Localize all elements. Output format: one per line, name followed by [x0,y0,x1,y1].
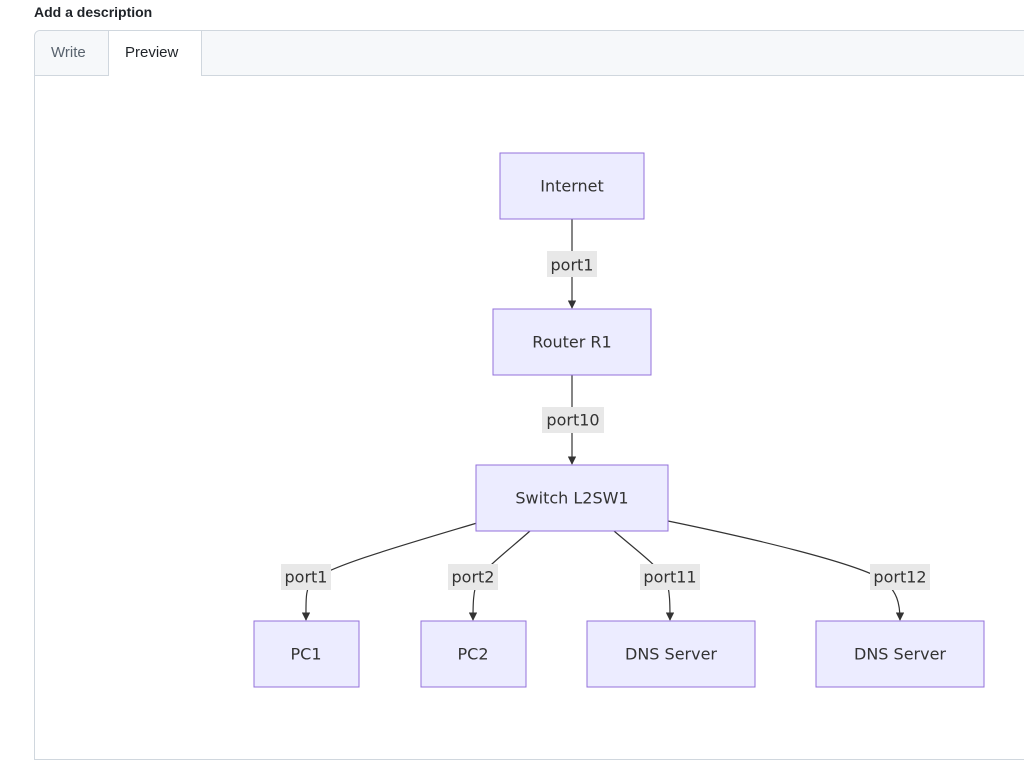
node-label: Internet [540,177,604,196]
editor-tab-bar: Write Preview [35,31,1024,76]
node-label: Switch L2SW1 [515,489,628,508]
node-label: PC1 [291,645,322,664]
node-label: Router R1 [532,333,611,352]
edge-label-text: port1 [551,256,594,275]
node-internet: Internet [499,152,645,220]
edge-label-text: port11 [643,568,696,587]
edge-label-switch-dns2: port12 [870,564,930,590]
page-heading: Add a description [34,4,153,20]
edge-switch-dns2 [667,520,905,621]
node-router-r1: Router R1 [492,308,652,376]
edge-label-text: port2 [452,568,495,587]
edge-label-text: port1 [285,568,328,587]
node-label: DNS Server [625,645,717,664]
node-label: PC2 [458,645,489,664]
node-switch-l2sw1: Switch L2SW1 [475,464,669,532]
edge-label-router-switch: port10 [542,407,604,433]
edge-label-text: port10 [546,411,599,430]
tab-preview[interactable]: Preview [108,31,202,76]
edge-label-switch-dns1: port11 [640,564,700,590]
edge-label-internet-router: port1 [547,251,597,277]
tab-write[interactable]: Write [51,44,86,61]
edge-label-switch-pc2: port2 [448,564,498,590]
node-dns-server-1: DNS Server [586,620,756,688]
node-pc1: PC1 [253,620,360,688]
node-pc2: PC2 [420,620,527,688]
edge-label-text: port12 [873,568,926,587]
node-label: DNS Server [854,645,946,664]
node-dns-server-2: DNS Server [815,620,985,688]
edge-label-switch-pc1: port1 [281,564,331,590]
